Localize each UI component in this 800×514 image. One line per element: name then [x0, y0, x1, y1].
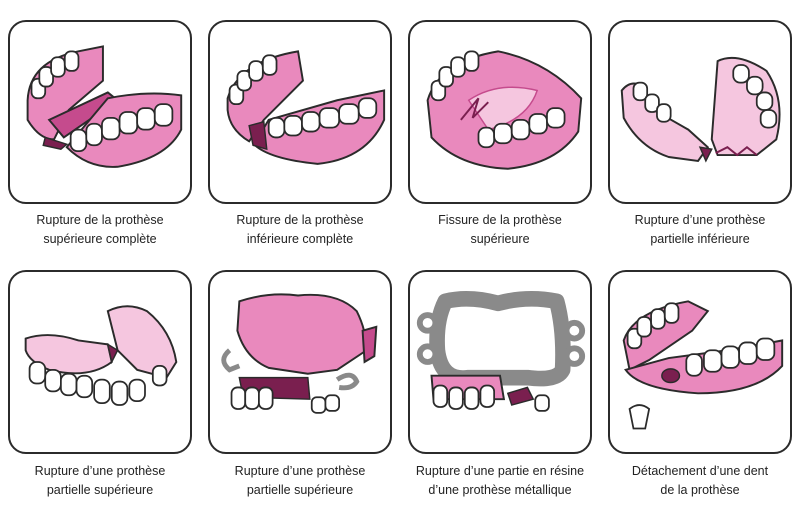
detached-tooth-icon	[622, 300, 784, 430]
upper-denture-crack-icon	[426, 50, 583, 170]
panel-8	[608, 270, 792, 454]
partial-upper-denture-palate-fracture-icon	[221, 293, 378, 414]
panel-3	[408, 20, 592, 204]
panel-7	[408, 270, 592, 454]
panel-2	[208, 20, 392, 204]
caption-6: Rupture d’une prothèse partielle supérie…	[234, 464, 366, 497]
caption-8: Détachement d’une dent de la prothèse	[631, 464, 769, 497]
metal-denture-resin-fracture-icon	[416, 291, 586, 412]
full-lower-denture-fracture-icon	[226, 50, 386, 165]
full-upper-denture-fracture-icon	[26, 45, 183, 168]
partial-upper-denture-fracture-icon	[24, 305, 178, 406]
panel-1	[8, 20, 192, 204]
panel-4	[608, 20, 792, 204]
panel-6	[208, 270, 392, 454]
partial-lower-denture-fracture-icon	[620, 56, 781, 163]
caption-5: Rupture d’une prothèse partielle supérie…	[34, 464, 166, 497]
caption-4: Rupture d’une prothèse partielle inférie…	[634, 213, 766, 246]
caption-2: Rupture de la prothèse inférieure complè…	[236, 213, 364, 246]
caption-7: Rupture d’une partie en résine d’une pro…	[415, 464, 585, 497]
caption-3: Fissure de la prothèse supérieure	[438, 213, 562, 246]
panel-5	[8, 270, 192, 454]
caption-1: Rupture de la prothèse supérieure complè…	[36, 213, 164, 246]
